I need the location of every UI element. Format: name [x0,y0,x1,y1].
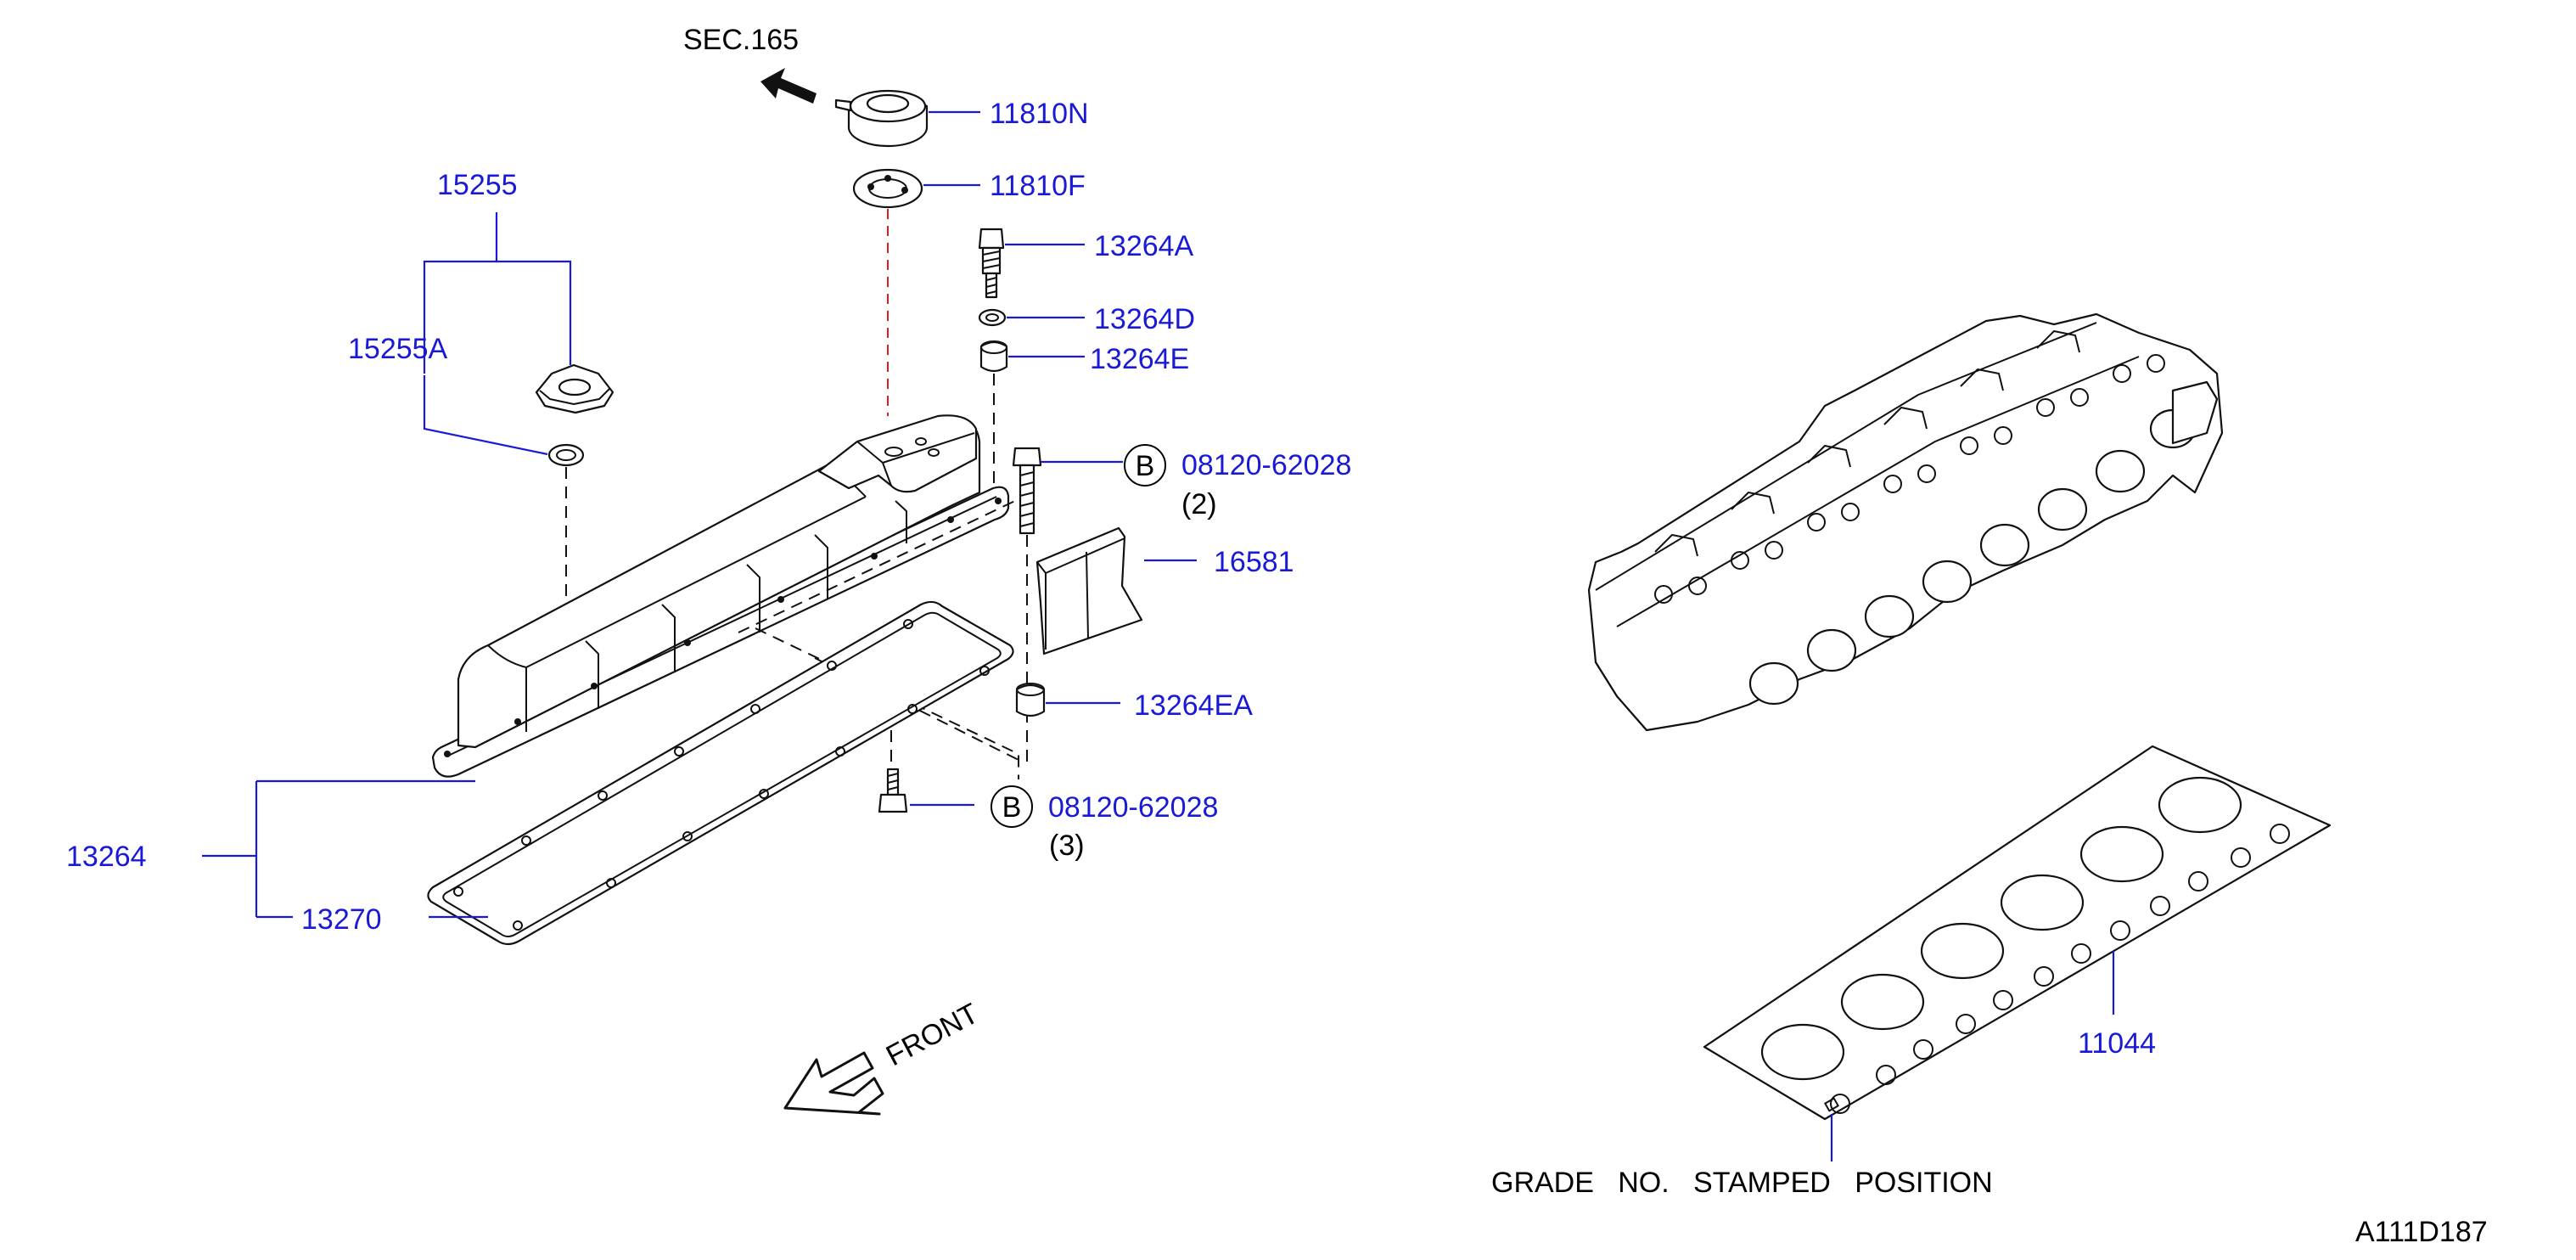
bolt-marker-b-icon: B [991,785,1033,828]
leader-15255-right [497,260,572,365]
part-label-08120-lower[interactable]: 08120-62028 [1048,791,1218,824]
part-label-15255[interactable]: 15255 [437,169,518,201]
cylinder-head-assembly[interactable] [1587,312,2224,732]
part-label-13264D[interactable]: 13264D [1094,303,1195,335]
part-label-13264A[interactable]: 13264A [1094,230,1194,262]
gasket-13270[interactable] [427,600,1014,946]
part-label-08120-upper[interactable]: 08120-62028 [1181,449,1351,481]
grommet-13264E[interactable] [979,340,1008,373]
part-label-11044[interactable]: 11044 [2078,1027,2156,1060]
part-label-13264EA[interactable]: 13264EA [1134,689,1253,722]
front-label: FRONT [881,998,984,1073]
bolt-marker-upper: B [1136,450,1155,482]
bracket-16581[interactable] [1035,526,1143,655]
part-label-13264E[interactable]: 13264E [1090,343,1189,375]
bolt-08120-lower[interactable] [878,768,908,813]
part-label-15255A[interactable]: 15255A [348,333,448,365]
bolt-marker-lower: B [1002,791,1022,824]
bolt-13264A[interactable] [978,228,1005,299]
oil-filler-cap-15255[interactable] [535,363,615,414]
part-label-13270[interactable]: 13270 [301,903,382,936]
grade-stamped-position-note: GRADE NO. STAMPED POSITION [1491,1167,1993,1199]
part-label-13264[interactable]: 13264 [66,841,147,873]
bolt-marker-b-icon: B [1124,444,1166,487]
diagram-id: A111D187 [2355,1216,2488,1248]
seal-15255A[interactable] [547,443,585,467]
front-direction-arrow-icon [783,1051,884,1116]
stud-bolt-08120-upper[interactable] [1012,447,1042,535]
hidden-line-3 [738,498,1019,633]
washer-13264D[interactable] [978,308,1007,327]
breather-cap-11810N[interactable] [834,89,929,148]
arrow-to-section-icon [760,68,817,104]
part-label-11810F[interactable]: 11810F [990,170,1086,202]
head-gasket-11044[interactable] [1703,745,2332,1121]
part-label-11810N[interactable]: 11810N [990,98,1089,130]
gasket-11810F[interactable] [852,168,923,209]
section-ref-label[interactable]: SEC.165 [683,24,799,56]
leader-15255A [423,375,548,456]
rocker-cover-13264[interactable] [431,414,1010,778]
qty-08120-upper: (2) [1181,488,1217,520]
part-label-16581[interactable]: 16581 [1214,546,1294,578]
grommet-13264EA[interactable] [1015,683,1046,717]
leader-15255-left [423,212,498,374]
qty-08120-lower: (3) [1049,830,1085,862]
